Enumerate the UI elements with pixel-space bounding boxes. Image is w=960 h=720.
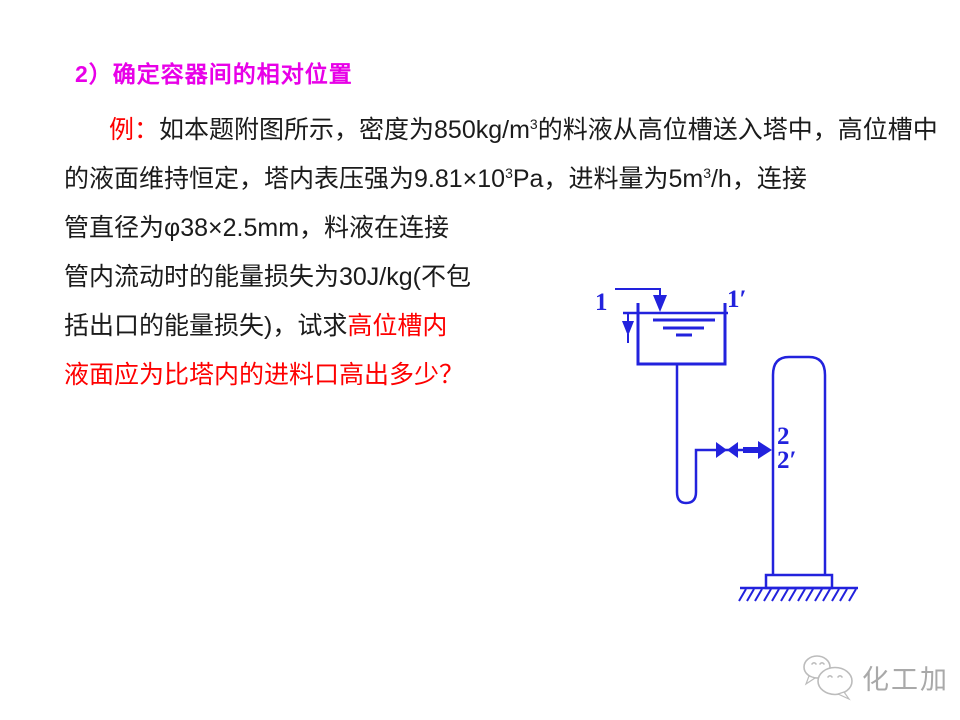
tower-base <box>764 573 834 590</box>
liquid-surface-icon <box>653 318 715 337</box>
brand-logo: 化工加 <box>800 652 949 702</box>
down-pipe <box>675 364 743 505</box>
problem-statement: 例：如本题附图所示，密度为850kg/m3的料液从高位槽送入塔中，高位槽中 的液… <box>64 106 938 400</box>
valve-icon <box>716 442 727 458</box>
problem-text-line-6: 液面应为比塔内的进料口高出多少？ <box>64 351 934 400</box>
flow-arrow-icon <box>743 441 772 459</box>
example-label: 例： <box>109 116 160 144</box>
valve-icon-right <box>727 442 738 458</box>
wechat-bubbles-icon <box>803 655 853 701</box>
inlet-arrow-icon <box>653 295 667 312</box>
brand-name: 化工加 <box>862 664 949 695</box>
schematic-diagram: 1 1′ 2 2′ <box>595 286 858 602</box>
section-label-2: 2 <box>777 423 790 450</box>
problem-text-line-4: 管内流动时的能量损失为30J/kg(不包 <box>64 263 471 291</box>
question-highlight-2: 液面应为比塔内的进料口高出多少？ <box>64 361 465 389</box>
inlet-pipe <box>615 288 661 296</box>
problem-text-line-2: 的液面维持恒定，塔内表压强为9.81×103Pa，进料量为5m3/h，连接 <box>64 165 807 193</box>
section-label-2-prime: 2′ <box>777 447 797 474</box>
problem-text-line-5: 括出口的能量损失)，试求高位槽内 <box>64 312 448 340</box>
tower <box>771 355 827 575</box>
slide-heading: 2）确定容器间的相对位置 <box>75 61 353 87</box>
question-highlight: 高位槽内 <box>347 312 448 340</box>
problem-text-line-1: 例：如本题附图所示，密度为850kg/m3的料液从高位槽送入塔中，高位槽中 <box>109 116 938 144</box>
problem-text-line-3: 管直径为φ38×2.5mm，料液在连接 <box>64 214 450 242</box>
section-label-1: 1 <box>595 289 608 316</box>
ground-hatching <box>738 588 857 602</box>
section-label-1-prime: 1′ <box>727 286 747 313</box>
tank <box>636 303 727 366</box>
overflow-arrow-icon <box>622 321 634 336</box>
